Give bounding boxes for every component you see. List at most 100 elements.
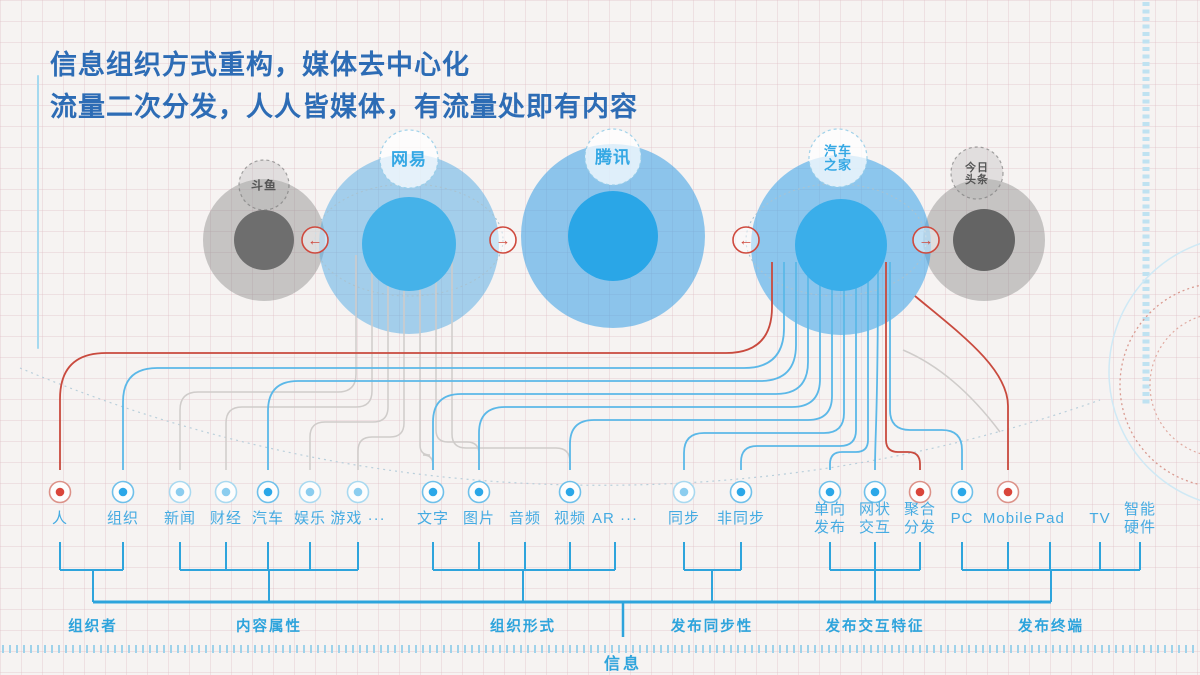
node-label: AR ···	[592, 510, 638, 527]
node-label: 智能	[1124, 500, 1156, 518]
node-dot	[118, 487, 128, 497]
arrow-button-left[interactable]: ←	[732, 226, 760, 254]
platform-inner-toutiao	[953, 209, 1015, 271]
node-label: 人	[52, 510, 68, 527]
bubble-label-autohome: 汽车	[824, 144, 852, 159]
tree-layer	[60, 569, 1140, 637]
link-line-娱乐	[309, 255, 389, 470]
group-label: 内容属性	[236, 617, 302, 635]
arrow-left-icon: ←	[308, 232, 323, 249]
slide-title-line2: 流量二次分发，人人皆媒体，有流量处即有内容	[50, 92, 638, 122]
arrow-circle	[301, 226, 329, 254]
node-label: 图片	[463, 510, 495, 527]
arrow-button-left[interactable]: ←	[301, 226, 329, 254]
node-dot	[221, 487, 231, 497]
link-line-非同步	[740, 262, 857, 470]
node-label: 分发	[904, 519, 936, 536]
link-line-组织	[122, 262, 785, 470]
decor-blue-circle	[1108, 242, 1200, 502]
node-dot	[679, 487, 689, 497]
node-label: 交互	[859, 518, 891, 536]
node-dot	[305, 487, 315, 497]
bubble-label-netease: 网易	[391, 150, 427, 169]
links-blue-layer	[122, 261, 963, 471]
node-label: 聚合	[904, 501, 936, 518]
node-dot	[736, 487, 746, 497]
node-label: 单向	[814, 501, 846, 518]
link-line-聚合分发	[885, 262, 921, 470]
link-line-人	[59, 262, 773, 470]
node-label: PC	[951, 510, 974, 527]
node-label: 硬件	[1124, 519, 1156, 536]
arrow-button-right[interactable]: →	[912, 226, 940, 254]
node-label: 文字	[417, 510, 449, 527]
decor-red-dashed-circle-outer	[1119, 284, 1200, 486]
platform-inner-tencent	[568, 191, 658, 281]
node-label: 新闻	[164, 510, 196, 527]
node-label: 财经	[210, 510, 242, 527]
link-line-视频	[569, 262, 833, 470]
node-组织: 组织	[107, 480, 138, 570]
orbit-ellipse-autohome	[745, 183, 927, 297]
bubble-label-tencent: 腾讯	[595, 147, 631, 167]
node-图片: 图片	[463, 480, 495, 570]
link-line-财经	[225, 255, 373, 470]
bubble-circle-autohome	[808, 128, 868, 188]
slide-title-line1: 信息组织方式重构，媒体去中心化	[50, 50, 470, 80]
decor-dotted-arc	[19, 367, 1101, 486]
arrow-circle	[732, 226, 760, 254]
node-label: 娱乐	[294, 510, 326, 527]
platform-bubble-tencent: 腾讯	[584, 128, 642, 186]
node-label: 网状	[859, 501, 891, 518]
arrow-button-right[interactable]: →	[489, 226, 517, 254]
platform-inner-netease	[362, 197, 456, 291]
node-label: Mobile	[983, 510, 1033, 527]
orbit-ellipse-netease	[314, 183, 504, 297]
node-音频: 音频	[509, 510, 540, 570]
link-line-PC	[889, 262, 963, 470]
node-PC: PC	[951, 480, 974, 570]
link-line-汽车	[267, 262, 797, 470]
node-label: 发布	[814, 519, 846, 536]
node-dot	[915, 487, 925, 497]
node-dot	[957, 487, 967, 497]
bubble-label-douyu: 斗鱼	[251, 177, 277, 192]
node-label: 汽车	[252, 510, 284, 527]
bubble-label-toutiao: 今日	[964, 160, 989, 174]
decor-toutiao-curve	[902, 349, 1001, 433]
slide-title: 信息组织方式重构，媒体去中心化 流量二次分发，人人皆媒体，有流量处即有内容	[50, 44, 638, 128]
bubble-label-autohome: 之家	[824, 158, 852, 173]
node-财经: 财经	[210, 480, 242, 570]
node-dot	[263, 487, 273, 497]
node-AR ···: AR ···	[592, 510, 638, 570]
node-label: 游戏 ···	[330, 510, 385, 527]
node-dot	[565, 487, 575, 497]
node-dot	[55, 487, 65, 497]
node-label: Pad	[1035, 510, 1065, 527]
node-汽车: 汽车	[252, 480, 284, 570]
link-line-网状交互	[874, 261, 879, 471]
node-娱乐: 娱乐	[294, 480, 326, 570]
decor-red-dashed-circle-inner	[1149, 315, 1200, 455]
group-label: 组织形式	[490, 617, 556, 635]
node-dot	[428, 487, 438, 497]
node-新闻: 新闻	[164, 480, 196, 570]
arrow-circle	[489, 226, 517, 254]
node-label: 非同步	[717, 510, 765, 527]
node-人: 人	[48, 480, 72, 570]
node-视频: 视频	[554, 480, 585, 570]
node-游戏 ···: 游戏 ···	[330, 480, 385, 570]
link-line-图片	[478, 262, 821, 470]
node-dot	[474, 487, 484, 497]
arrow-right-icon: →	[496, 232, 511, 249]
bubble-circle-tencent	[584, 128, 642, 186]
info-label: 信息	[604, 654, 642, 673]
node-非同步: 非同步	[717, 480, 765, 570]
group-label: 发布交互特征	[825, 617, 925, 635]
